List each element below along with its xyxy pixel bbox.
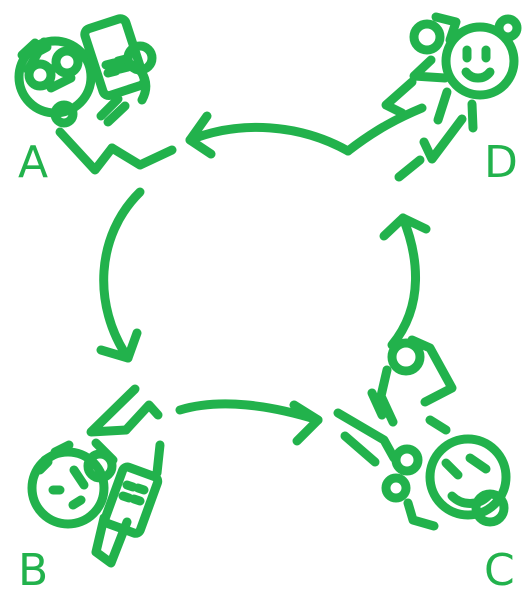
person-d-icon — [343, 12, 522, 182]
arc-d-to-a — [185, 122, 353, 156]
arrowhead-b-to-c — [289, 400, 323, 446]
arrowhead-a-to-b — [96, 328, 142, 363]
arc-c-to-d — [387, 213, 420, 350]
arc-b-to-c — [175, 399, 323, 425]
person-a-icon — [14, 14, 177, 175]
arrowhead-c-to-d — [379, 213, 431, 241]
arrowhead-d-to-a — [185, 111, 216, 159]
person-c-icon — [333, 335, 511, 531]
arc-a-to-b — [99, 187, 145, 363]
node-label-a: A — [18, 137, 49, 188]
node-label-c: C — [484, 545, 515, 594]
node-label-b: B — [18, 545, 49, 594]
person-b-icon — [27, 384, 165, 568]
node-label-d: D — [484, 137, 518, 188]
